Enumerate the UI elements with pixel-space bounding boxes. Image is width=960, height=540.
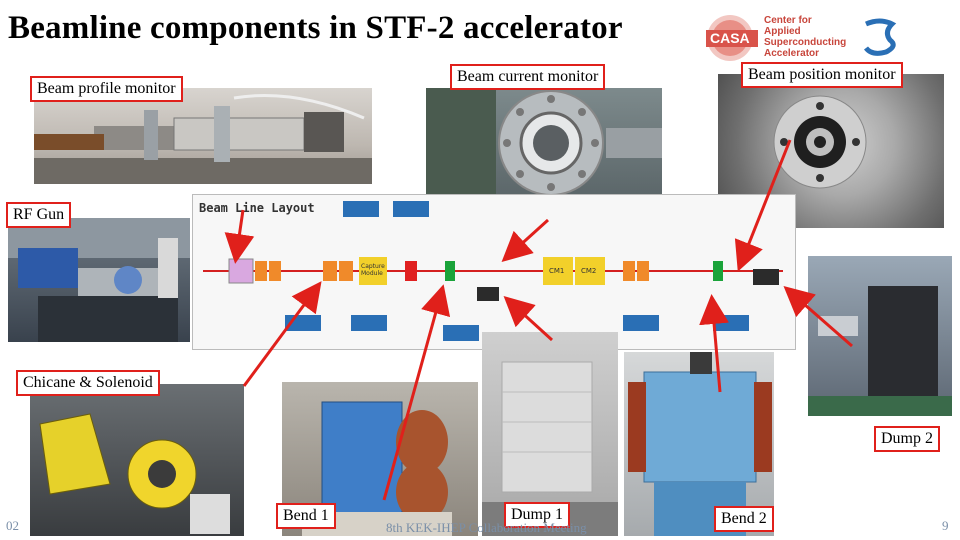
label-chicane-solenoid: Chicane & Solenoid [16, 370, 160, 396]
beamline-title: Beam Line Layout [199, 201, 315, 215]
chicane-illustration [39, 413, 230, 534]
slide-title: Beamline components in STF-2 accelerator [8, 10, 623, 46]
logo-line-3: Superconducting [764, 37, 847, 48]
label-beam-position-monitor: Beam position monitor [741, 62, 903, 88]
beam-line-layout-diagram: Beam Line Layout Capture Module CM1 CM2 [192, 194, 796, 350]
logo-line-1: Center for [764, 15, 812, 26]
position-monitor-illustration [773, 95, 867, 189]
casa-logo: CASA Center for Applied Superconducting … [706, 14, 906, 62]
label-dump-2: Dump 2 [874, 426, 940, 452]
label-dump-1: Dump 1 [504, 502, 570, 528]
label-beam-current-monitor: Beam current monitor [450, 64, 606, 90]
bend-2-photo [624, 352, 774, 536]
dump-2-illustration [808, 286, 952, 416]
footer-meeting: 8th KEK-IHEP Collaboration Meeting [386, 520, 587, 535]
label-beam-profile-monitor: Beam profile monitor [30, 76, 183, 102]
cm1-label: CM1 [549, 267, 565, 275]
label-bend-1: Bend 1 [276, 503, 336, 529]
beam-current-monitor-photo [426, 88, 662, 198]
label-rf-gun: RF Gun [6, 202, 72, 228]
page-number: 9 [942, 518, 949, 533]
rf-gun-illustration [8, 218, 190, 342]
beam-profile-monitor-photo [34, 88, 372, 184]
beamline-schematic [203, 201, 783, 341]
logo-line-2: Applied [764, 26, 801, 37]
casa-logo-graphic [706, 15, 897, 61]
profile-monitor-illustration [34, 94, 372, 184]
logo-line-4: Accelerator [764, 48, 820, 59]
chicane-solenoid-photo [30, 384, 244, 536]
footer-date: 02 [6, 518, 19, 533]
logo-center-text: Center for Applied Superconducting Accel… [764, 15, 846, 59]
casa-logo-text: CASA [710, 30, 750, 46]
capture-module-label: Capture Module [361, 263, 385, 277]
rf-gun-photo [8, 218, 190, 342]
current-monitor-illustration [426, 88, 662, 198]
dump-2-photo [808, 256, 952, 416]
cm2-label: CM2 [581, 267, 597, 275]
label-bend-2: Bend 2 [714, 506, 774, 532]
